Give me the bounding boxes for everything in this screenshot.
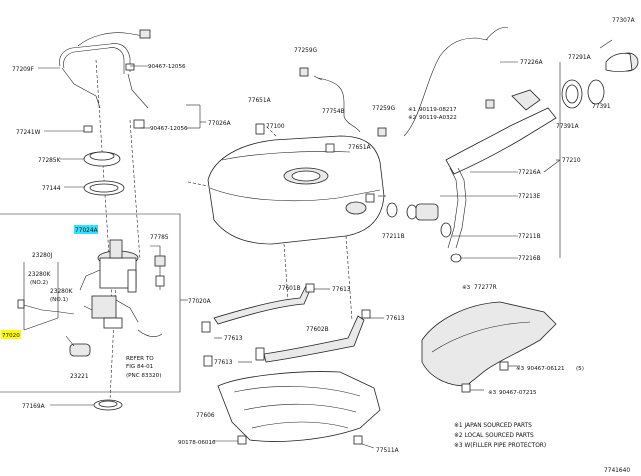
label-90467-12056-a: 90467-12056 [148,64,186,70]
label-23280K-no1-note: (NO.1) [50,297,68,303]
label-77211B-b: 77211B [518,232,541,240]
hose-clip [133,119,145,129]
label-77285K: 77285K [38,156,61,164]
label-77613-b: 77613 [386,314,405,322]
tank-cushion [365,193,375,203]
fuel-pump-frame [0,213,188,393]
label-77602B: 77602B [306,325,329,333]
label-90119-08217: 90119-08217 [419,107,457,113]
label-23221: 23221 [70,372,89,380]
label-77307A: 77307A [612,16,635,24]
label-77210: 77210 [562,156,581,164]
label-77391: 77391 [592,102,611,110]
label-77613-d: 77613 [214,358,233,366]
sym2-label: ※2 [408,115,416,121]
label-77651A-a: 77651A [248,96,271,104]
label-77026A: 77026A [208,119,231,127]
highlight-77024A [74,225,98,234]
vent-tube-assembly [59,29,151,133]
label-77024A[interactable]: 77024A [75,226,98,234]
label-90178-06016: 90178-06016 [178,440,216,446]
label-90467-12056-b: 90467-12056 [150,126,188,132]
label-highlight-left[interactable]: 77020 [2,333,20,339]
label-77601B: 77601B [278,284,301,292]
label-77216A: 77216A [518,168,541,176]
label-77144: 77144 [42,184,61,192]
label-77211B-a: 77211B [382,232,405,240]
note-local-sourced: ※2 LOCAL SOURCED PARTS [454,431,534,439]
label-77613-a: 77613 [332,285,351,293]
label-23280K-no2: 23280K [28,270,51,278]
label-77020A: 77020A [188,297,211,305]
label-77785: 77785 [150,233,169,241]
note-filler-pipe-protector: ※3 W(FILLER PIPE PROTECTOR) [454,441,546,449]
refer-line-2: FIG 84-01 [126,364,154,370]
hose-clip [125,63,135,71]
label-77100: 77100 [266,122,285,130]
leader-lines-right [378,61,561,259]
refer-line-1: REFER TO [126,356,154,362]
label-77291A: 77291A [568,53,591,61]
label-77606: 77606 [196,411,215,419]
leader-lines-left [38,59,206,406]
diagram-id: 7741640 [604,466,630,474]
fuel-pump-parts [17,151,166,411]
label-77511A: 77511A [376,446,399,454]
label-77169A: 77169A [22,402,45,410]
label-77391A: 77391A [556,122,579,130]
part-labels: 77209F 90467-12056 90467-12056 77026A 77… [1,16,635,474]
label-90467-06121: 90467-06121 [527,366,565,372]
label-77213E: 77213E [518,192,541,200]
center-hoses [299,27,509,137]
note-japan-sourced: ※1 JAPAN SOURCED PARTS [454,421,532,429]
sym3-label-b: ※3 [516,366,525,372]
tank-cushion [325,143,335,153]
label-77613-c: 77613 [224,334,243,342]
label-77216B: 77216B [518,254,541,262]
label-77651A-b: 77651A [348,143,371,151]
label-77259G-top: 77259G [294,46,318,54]
sym3-label-c: ※3 [488,390,497,396]
tank-straps [201,235,384,367]
hose-clip [139,29,151,39]
highlight-yellow [1,330,21,339]
label-77754B: 77754B [322,107,345,115]
sym1-label: ※1 [408,107,417,113]
refer-line-3: (PNC 83320) [126,373,161,379]
label-23280K-no1: 23280K [50,287,73,295]
tank-protector [214,371,381,449]
fuel-tank [187,123,385,245]
sym3-label-a: ※3 [462,285,471,291]
tank-cushion [255,123,265,135]
label-77277R: 77277R [474,283,497,291]
label-77241W: 77241W [16,128,41,136]
note-qty-5: (5) [576,366,584,372]
grommet [83,125,93,133]
label-23280K-no2-note: (NO.2) [30,280,48,286]
label-77226A: 77226A [520,58,543,66]
label-23280J: 23280J [32,251,53,259]
label-90119-A0322: 90119-A0322 [419,115,457,121]
label-77259G: 77259G [372,104,396,112]
filler-pipe-assembly [386,39,639,263]
label-77209F: 77209F [12,65,35,73]
label-90467-07215: 90467-07215 [499,390,537,396]
filler-pipe-protector [421,301,557,393]
